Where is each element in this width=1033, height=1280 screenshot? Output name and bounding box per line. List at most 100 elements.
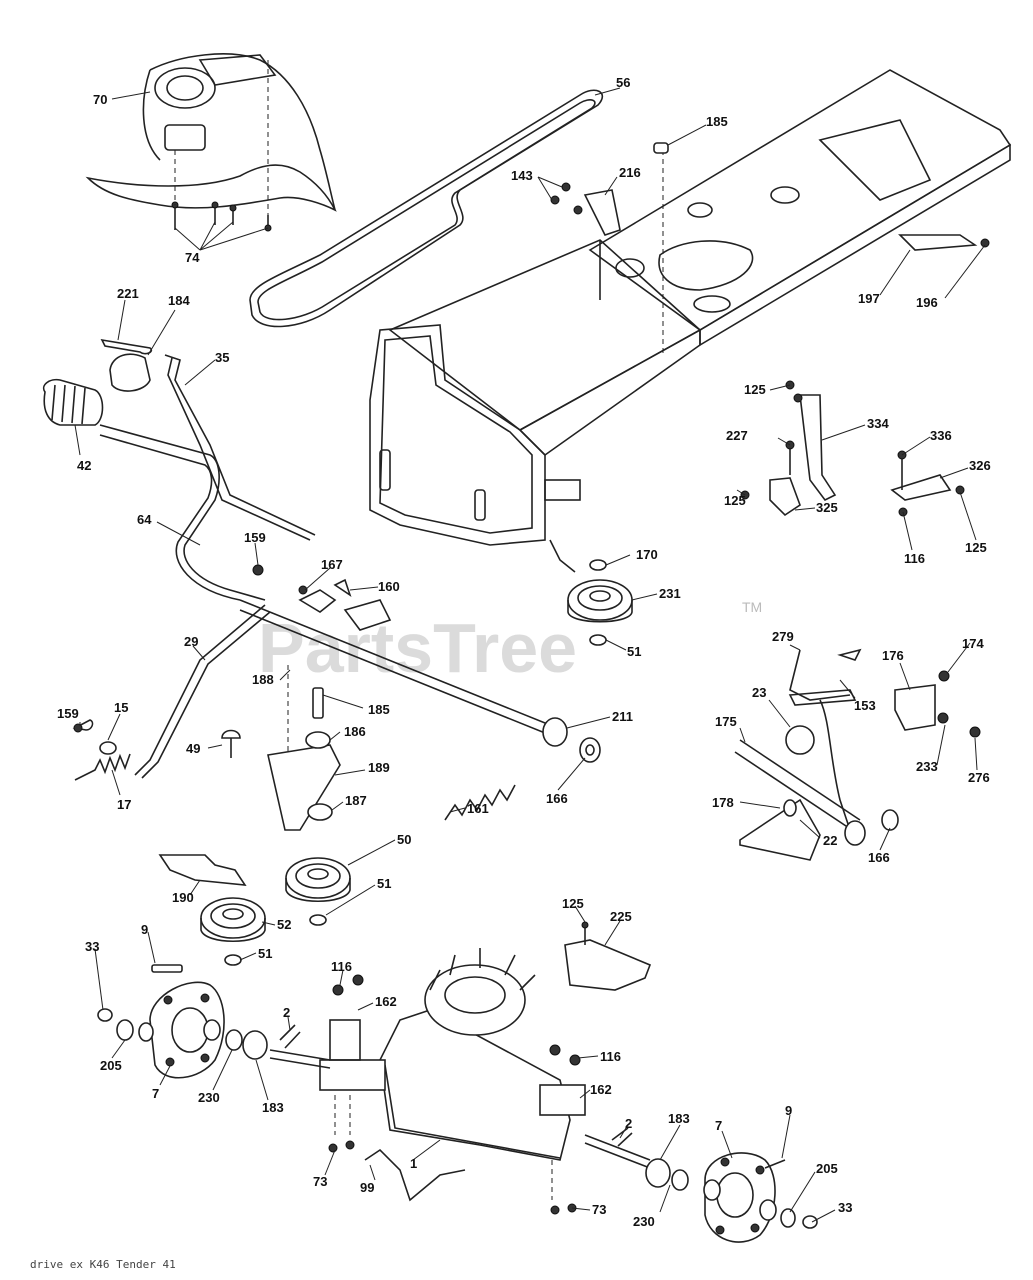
bolt-49 bbox=[221, 729, 241, 739]
callout-49: 49 bbox=[186, 741, 200, 756]
callout-166: 166 bbox=[868, 850, 890, 865]
callout-221: 221 bbox=[117, 286, 139, 301]
callout-50: 50 bbox=[397, 832, 411, 847]
bracket-190 bbox=[158, 854, 247, 886]
callout-2: 2 bbox=[283, 1005, 290, 1020]
drive-belt bbox=[249, 89, 604, 328]
handle-grip-42 bbox=[42, 378, 104, 426]
callout-9: 9 bbox=[785, 1103, 792, 1118]
wheel-hub-right bbox=[703, 1152, 776, 1243]
callout-29: 29 bbox=[184, 634, 198, 649]
callout-183: 183 bbox=[668, 1111, 690, 1126]
callout-7: 7 bbox=[152, 1086, 159, 1101]
callout-216: 216 bbox=[619, 165, 641, 180]
callout-15: 15 bbox=[114, 700, 128, 715]
callout-125: 125 bbox=[724, 493, 746, 508]
leader-lines bbox=[74, 87, 986, 1223]
callout-9: 9 bbox=[141, 922, 148, 937]
fender-assembly bbox=[85, 53, 337, 212]
callout-159: 159 bbox=[57, 706, 79, 721]
callout-170: 170 bbox=[636, 547, 658, 562]
callout-116: 116 bbox=[904, 551, 925, 566]
callout-42: 42 bbox=[77, 458, 91, 473]
callout-33: 33 bbox=[838, 1200, 852, 1215]
callout-33: 33 bbox=[85, 939, 99, 954]
callout-205: 205 bbox=[100, 1058, 122, 1073]
callout-196: 196 bbox=[916, 295, 938, 310]
rod-29 bbox=[134, 604, 266, 776]
rod-35 bbox=[164, 354, 316, 536]
rod-279 bbox=[789, 649, 851, 701]
callout-125: 125 bbox=[744, 382, 766, 397]
callout-279: 279 bbox=[772, 629, 794, 644]
callout-211: 211 bbox=[612, 709, 633, 724]
callout-161: 161 bbox=[467, 801, 489, 816]
bracket-334 bbox=[799, 394, 837, 502]
callout-35: 35 bbox=[215, 350, 229, 365]
callout-183: 183 bbox=[262, 1100, 284, 1115]
callout-153: 153 bbox=[854, 698, 876, 713]
bracket-225 bbox=[564, 939, 652, 991]
transaxle bbox=[269, 948, 651, 1169]
callout-233: 233 bbox=[916, 759, 938, 774]
callout-22: 22 bbox=[823, 833, 837, 848]
bracket-216 bbox=[583, 189, 621, 236]
callout-70: 70 bbox=[93, 92, 107, 107]
bolt-185b bbox=[312, 687, 324, 719]
shaft-175 bbox=[739, 739, 861, 821]
callout-159: 159 bbox=[244, 530, 266, 545]
callout-73: 73 bbox=[313, 1174, 327, 1189]
callout-184: 184 bbox=[168, 293, 190, 308]
bracket-326 bbox=[890, 474, 952, 501]
callout-188: 188 bbox=[252, 672, 274, 687]
callout-2: 2 bbox=[625, 1116, 632, 1131]
callout-51: 51 bbox=[377, 876, 391, 891]
diagram-footer: drive ex K46 Tender 41 bbox=[30, 1258, 176, 1271]
bushing-187 bbox=[307, 803, 333, 821]
callout-276: 276 bbox=[968, 770, 990, 785]
callout-187: 187 bbox=[345, 793, 367, 808]
callout-197: 197 bbox=[858, 291, 880, 306]
pin-185 bbox=[653, 142, 669, 154]
callout-labels: 70 56 185 143 216 74 221 184 35 197 196 … bbox=[57, 75, 991, 1229]
lift-lever-64 bbox=[99, 424, 266, 601]
callout-174: 174 bbox=[962, 636, 984, 651]
callout-325: 325 bbox=[816, 500, 838, 515]
callout-205: 205 bbox=[816, 1161, 838, 1176]
cross-shaft bbox=[239, 599, 551, 726]
watermark-text: PartsTree bbox=[258, 609, 577, 687]
callout-334: 334 bbox=[867, 416, 889, 431]
arm-22 bbox=[739, 798, 821, 861]
tractor-frame bbox=[369, 69, 1012, 546]
spring-17 bbox=[74, 753, 131, 781]
knob-184 bbox=[109, 353, 151, 392]
callout-230: 230 bbox=[198, 1090, 220, 1105]
callout-74: 74 bbox=[185, 250, 200, 265]
callout-125: 125 bbox=[562, 896, 584, 911]
callout-166: 166 bbox=[546, 791, 568, 806]
callout-143: 143 bbox=[511, 168, 533, 183]
clip-221 bbox=[100, 338, 153, 355]
callout-7: 7 bbox=[715, 1118, 722, 1133]
pulley-231 bbox=[567, 579, 633, 623]
callout-17: 17 bbox=[117, 797, 131, 812]
callout-160: 160 bbox=[378, 579, 400, 594]
pulley-52 bbox=[200, 897, 266, 943]
callout-23: 23 bbox=[752, 685, 766, 700]
callout-52: 52 bbox=[277, 917, 291, 932]
callout-326: 326 bbox=[969, 458, 991, 473]
trademark-mark: TM bbox=[742, 599, 762, 615]
bushing-186 bbox=[305, 731, 331, 749]
callout-162: 162 bbox=[590, 1082, 612, 1097]
callout-185: 185 bbox=[706, 114, 728, 129]
callout-167: 167 bbox=[321, 557, 343, 572]
callout-116: 116 bbox=[331, 959, 352, 974]
callout-56: 56 bbox=[616, 75, 630, 90]
callout-227: 227 bbox=[726, 428, 748, 443]
pulley-50 bbox=[285, 857, 351, 903]
callout-189: 189 bbox=[368, 760, 390, 775]
callout-116: 116 bbox=[600, 1049, 621, 1064]
callout-64: 64 bbox=[137, 512, 152, 527]
callout-175: 175 bbox=[715, 714, 737, 729]
